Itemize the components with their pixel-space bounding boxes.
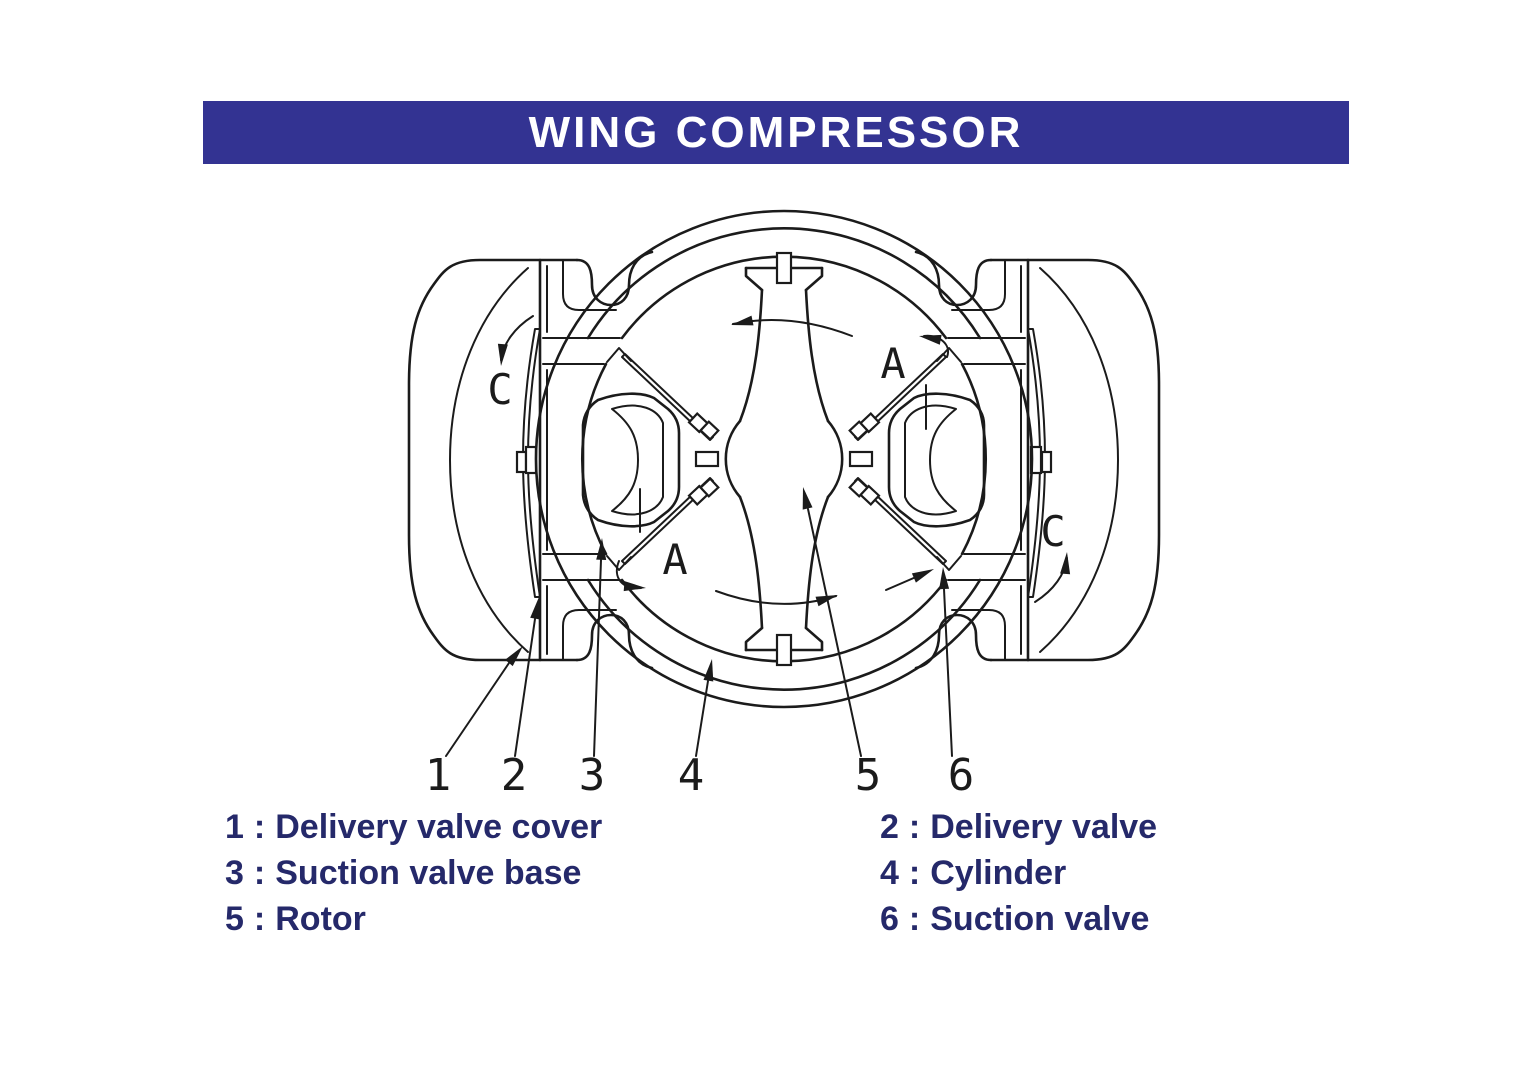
legend-item-6: 6:Suction valve xyxy=(880,896,1157,942)
legend-separator: : xyxy=(908,900,921,938)
legend-item-3: 3:Suction valve base xyxy=(225,850,602,896)
left-discharge-flow-arrowhead xyxy=(497,343,508,366)
legend-number: 6 xyxy=(880,900,899,938)
legend-label: Rotor xyxy=(275,900,366,938)
page-title: WING COMPRESSOR xyxy=(528,107,1024,157)
legend-number: 3 xyxy=(225,854,244,892)
lower-right-port-flow-arrowhead xyxy=(911,569,934,583)
callout-number-2: 2 xyxy=(501,750,528,801)
label-a-upper: A xyxy=(880,339,905,388)
cylinder-casing xyxy=(534,209,1034,709)
legend-item-5: 5:Rotor xyxy=(225,896,602,942)
upper-right-suction-flow-arrowhead xyxy=(919,334,942,345)
legend-separator: : xyxy=(253,900,266,938)
legend-column-left: 1:Delivery valve cover 3:Suction valve b… xyxy=(225,804,602,942)
lower-left-suction-flow-arrowhead xyxy=(623,581,646,592)
legend-label: Cylinder xyxy=(930,854,1067,892)
legend-number: 2 xyxy=(880,808,899,846)
callout-number-5: 5 xyxy=(855,750,882,801)
legend-item-2: 2:Delivery valve xyxy=(880,804,1157,850)
legend-number: 4 xyxy=(880,854,899,892)
right-valve-clamp-bolt xyxy=(1040,450,1053,474)
callout-leader-lines xyxy=(445,487,953,757)
rotor xyxy=(724,251,844,667)
callout-number-6: 6 xyxy=(948,750,975,801)
label-c-left: C xyxy=(487,365,512,414)
legend-label: Delivery valve cover xyxy=(275,808,603,846)
legend-separator: : xyxy=(908,808,921,846)
left-valve-clamp-bolt xyxy=(515,450,528,474)
legend-item-4: 4:Cylinder xyxy=(880,850,1157,896)
right-lower-port xyxy=(947,553,1026,581)
left-lower-port xyxy=(542,553,621,581)
bottom-wing-seal-strip xyxy=(775,633,793,667)
right-suction-valve-base xyxy=(848,384,986,528)
legend-item-1: 1:Delivery valve cover xyxy=(225,804,602,850)
callout-number-4: 4 xyxy=(678,750,705,801)
legend-separator: : xyxy=(253,854,266,892)
label-c-right: C xyxy=(1040,507,1065,556)
legend-label: Delivery valve xyxy=(930,808,1158,846)
right-discharge-flow-arrowhead xyxy=(1060,552,1071,575)
callout-numbers: 1 2 3 4 5 6 xyxy=(425,750,975,801)
callout-number-3: 3 xyxy=(579,750,606,801)
left-upper-port xyxy=(542,337,621,365)
top-wing-seal-strip xyxy=(775,251,793,285)
left-suction-valve-base xyxy=(581,392,720,533)
legend-separator: : xyxy=(908,854,921,892)
title-bar: WING COMPRESSOR xyxy=(203,101,1349,164)
section-labels: A A C C xyxy=(487,339,1065,584)
flow-arrows xyxy=(497,315,1071,603)
top-rotation-arrowhead xyxy=(731,315,754,326)
legend-column-right: 2:Delivery valve 4:Cylinder 6:Suction va… xyxy=(880,804,1157,942)
legend-number: 5 xyxy=(225,900,244,938)
callout-number-1: 1 xyxy=(425,750,452,801)
legend-separator: : xyxy=(253,808,266,846)
legend-number: 1 xyxy=(225,808,244,846)
rotation-arrows xyxy=(715,315,853,607)
legend-label: Suction valve xyxy=(930,900,1150,938)
left-delivery-valve-cover xyxy=(407,250,654,670)
suction-valves xyxy=(606,347,962,571)
legend-label: Suction valve base xyxy=(275,854,582,892)
label-a-lower: A xyxy=(662,535,687,584)
right-upper-port xyxy=(947,337,1026,365)
